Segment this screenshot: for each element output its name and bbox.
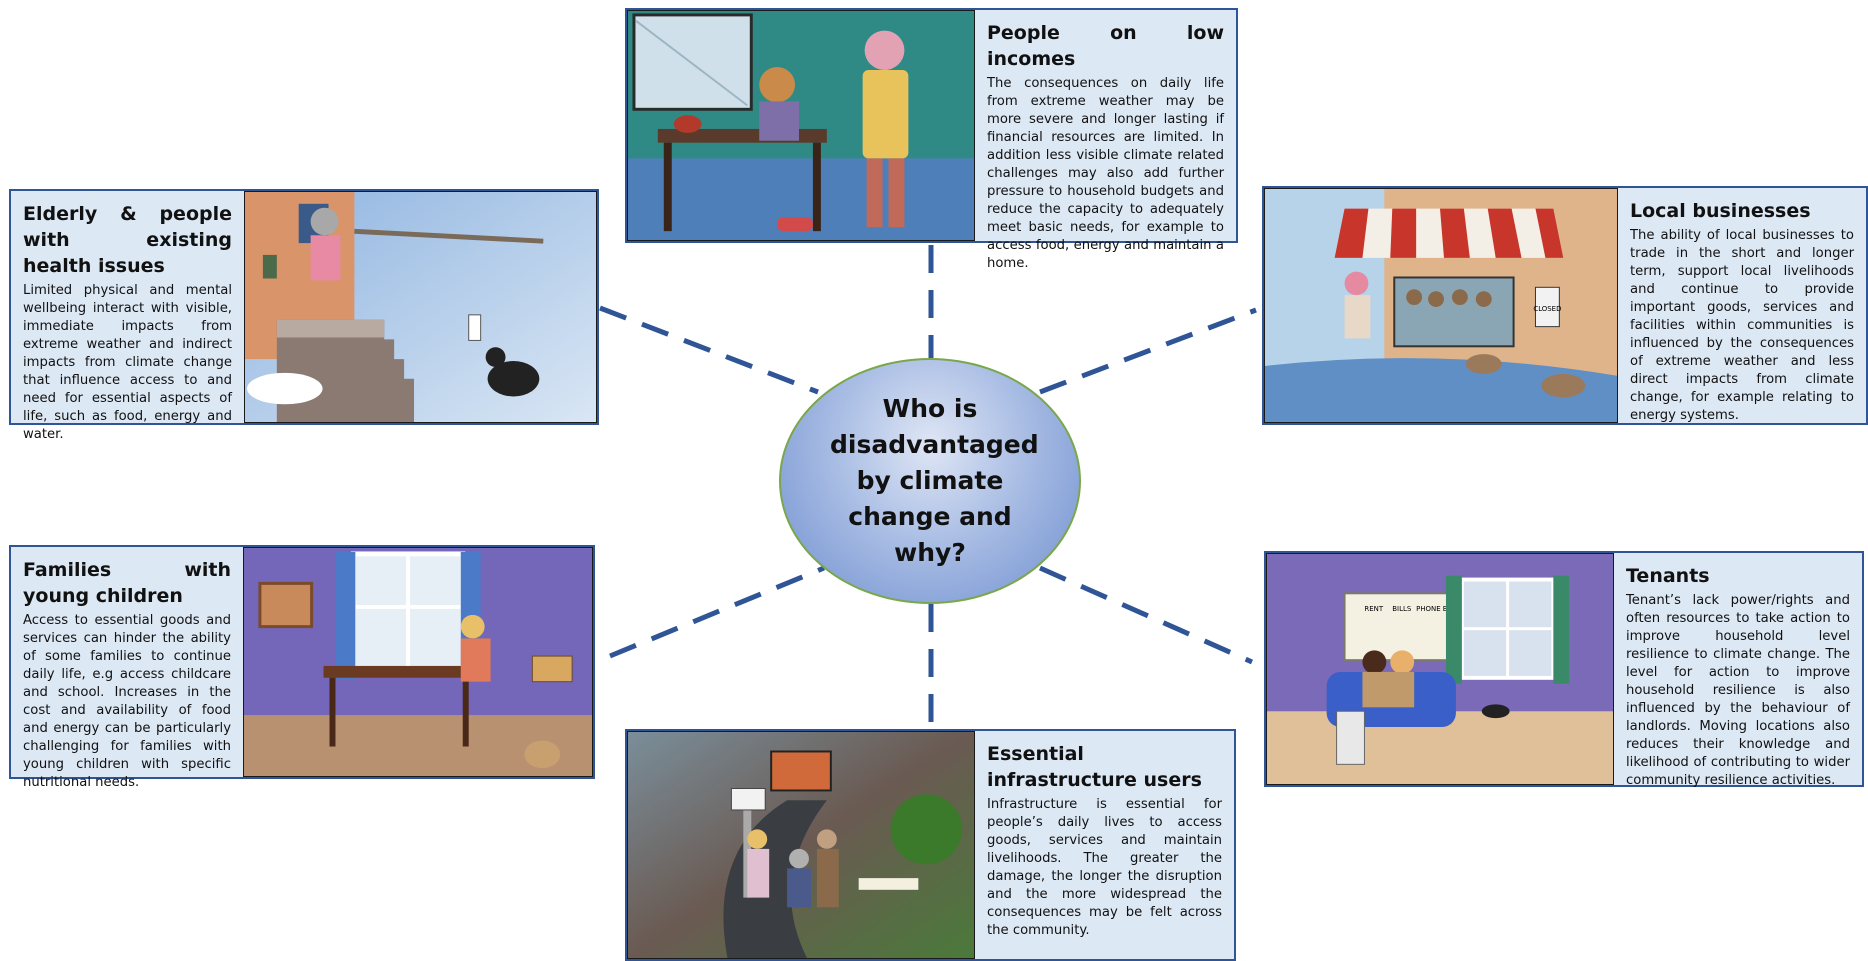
connector-lower-right bbox=[1038, 565, 1254, 665]
infrastructure-body: Infrastructure is essential for people’s… bbox=[987, 797, 1222, 938]
infrastructure-illustration bbox=[627, 731, 975, 959]
tenants-body: Tenant’s lack power/rights and often res… bbox=[1626, 593, 1850, 788]
card-infrastructure: Essential infrastructure users Infrastru… bbox=[625, 729, 1236, 961]
local-businesses-illustration: CLOSED bbox=[1264, 188, 1618, 423]
connector-upper-left bbox=[599, 305, 819, 395]
card-elderly: Elderly & people with existing health is… bbox=[9, 189, 599, 442]
card-local-businesses: CLOSED Local businesses The ability of l… bbox=[1262, 186, 1868, 425]
local-businesses-body: The ability of local businesses to trade… bbox=[1630, 228, 1854, 423]
families-illustration bbox=[243, 547, 593, 777]
families-title: Families with young children bbox=[23, 559, 231, 607]
infrastructure-title: Essential infrastructure users bbox=[987, 743, 1202, 791]
low-incomes-illustration bbox=[627, 10, 975, 241]
low-incomes-title: People on low incomes bbox=[987, 22, 1224, 70]
connector-upper-right bbox=[1039, 307, 1257, 395]
elderly-body: Limited physical and mental wellbeing in… bbox=[23, 283, 232, 442]
board-label-phone-bill: PHONE BILL bbox=[1416, 605, 1457, 613]
tenants-title: Tenants bbox=[1626, 565, 1710, 587]
card-families: Families with young children Access to e… bbox=[9, 545, 595, 790]
card-tenants: RENT BILLS PHONE BILL Tenants Tenant’s l… bbox=[1264, 551, 1864, 788]
board-label-rent: RENT bbox=[1364, 605, 1383, 613]
board-label-bills: BILLS bbox=[1392, 605, 1411, 613]
families-body: Access to essential goods and services c… bbox=[23, 613, 231, 790]
tenants-illustration: RENT BILLS PHONE BILL bbox=[1266, 553, 1614, 785]
elderly-title: Elderly & people with existing health is… bbox=[23, 203, 232, 277]
connector-lower-left bbox=[609, 565, 825, 659]
shop-closed-sign: CLOSED bbox=[1533, 305, 1561, 313]
center-ellipse: Who is disadvantaged by climate change a… bbox=[779, 358, 1081, 604]
low-incomes-body: The consequences on daily life from extr… bbox=[987, 76, 1224, 271]
local-businesses-title: Local businesses bbox=[1630, 200, 1811, 222]
card-low-incomes: People on low incomes The consequences o… bbox=[625, 8, 1238, 271]
center-title: Who is disadvantaged by climate change a… bbox=[830, 394, 1039, 567]
elderly-illustration bbox=[244, 191, 597, 423]
